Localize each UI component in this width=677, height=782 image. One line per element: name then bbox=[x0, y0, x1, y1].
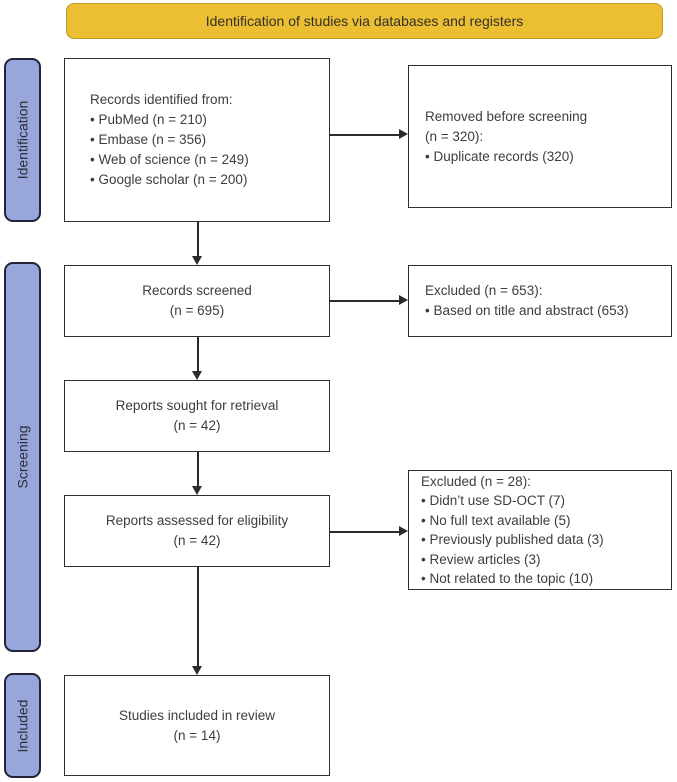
stage-label-included: Included bbox=[14, 699, 31, 752]
arrow-assessed-to-included-head bbox=[192, 666, 202, 675]
list-item: • Based on title and abstract (653) bbox=[425, 303, 629, 318]
arrow-sought-to-assessed-head bbox=[192, 486, 202, 495]
arrow-identified-to-removed-head bbox=[399, 129, 408, 139]
arrow-assessed-to-excluded-head bbox=[399, 526, 408, 536]
list-item: • PubMed (n = 210) bbox=[90, 112, 207, 127]
list-item: • Previously published data (3) bbox=[421, 532, 604, 547]
list-item: • Not related to the topic (10) bbox=[421, 571, 594, 586]
box-title: Excluded (n = 653): bbox=[425, 283, 543, 298]
box-title: Reports assessed for eligibility bbox=[105, 513, 289, 528]
list-item: • Duplicate records (320) bbox=[425, 148, 574, 164]
arrow-identified-to-screened-line bbox=[197, 222, 199, 257]
box-title: Records screened bbox=[142, 283, 252, 298]
arrow-screened-to-excluded-line bbox=[330, 300, 400, 302]
box-count: (n = 14) bbox=[173, 727, 221, 743]
list-item: • Review articles (3) bbox=[421, 551, 541, 567]
box-excluded-title-abstract: Excluded (n = 653): • Based on title and… bbox=[408, 265, 672, 337]
list-item: • No full text available (5) bbox=[421, 512, 571, 528]
box-records-identified: Records identified from: • PubMed (n = 2… bbox=[64, 58, 330, 222]
arrow-screened-to-sought-line bbox=[197, 337, 199, 372]
arrow-sought-to-assessed-line bbox=[197, 452, 199, 487]
box-title: Records identified from: bbox=[90, 92, 233, 107]
box-title: Studies included in review bbox=[118, 707, 276, 723]
box-title: Excluded (n = 28): bbox=[421, 473, 531, 489]
box-reports-sought: Reports sought for retrieval (n = 42) bbox=[64, 380, 330, 452]
stage-bar-screening: Screening bbox=[4, 262, 41, 652]
box-count: (n = 695) bbox=[169, 303, 225, 318]
stage-label-identification: Identification bbox=[14, 100, 31, 180]
stage-label-screening: Screening bbox=[14, 425, 31, 489]
list-item: • Embase (n = 356) bbox=[90, 132, 207, 147]
box-count: (n = 320): bbox=[425, 128, 484, 144]
arrow-identified-to-screened-head bbox=[192, 256, 202, 265]
box-title: Removed before screening bbox=[425, 108, 588, 124]
banner-databases-registers: Identification of studies via databases … bbox=[66, 3, 663, 39]
list-item: • Web of science (n = 249) bbox=[90, 152, 249, 167]
box-count: (n = 42) bbox=[173, 418, 221, 433]
stage-bar-identification: Identification bbox=[4, 58, 41, 222]
arrow-screened-to-excluded-head bbox=[399, 295, 408, 305]
list-item: • Google scholar (n = 200) bbox=[90, 172, 248, 187]
box-title: Reports sought for retrieval bbox=[115, 398, 279, 413]
box-reports-assessed: Reports assessed for eligibility (n = 42… bbox=[64, 495, 330, 567]
arrow-identified-to-removed-line bbox=[330, 134, 400, 136]
arrow-screened-to-sought-head bbox=[192, 371, 202, 380]
box-count: (n = 42) bbox=[173, 533, 221, 548]
banner-label: Identification of studies via databases … bbox=[205, 13, 524, 29]
arrow-assessed-to-excluded-line bbox=[330, 531, 400, 533]
arrow-assessed-to-included-line bbox=[197, 567, 199, 667]
box-records-screened: Records screened (n = 695) bbox=[64, 265, 330, 337]
box-removed-before-screening: Removed before screening (n = 320): • Du… bbox=[408, 65, 672, 208]
stage-bar-included: Included bbox=[4, 673, 41, 778]
box-excluded-eligibility: Excluded (n = 28): • Didn’t use SD-OCT (… bbox=[408, 470, 672, 590]
list-item: • Didn’t use SD-OCT (7) bbox=[421, 493, 566, 508]
box-studies-included: Studies included in review (n = 14) bbox=[64, 675, 330, 776]
